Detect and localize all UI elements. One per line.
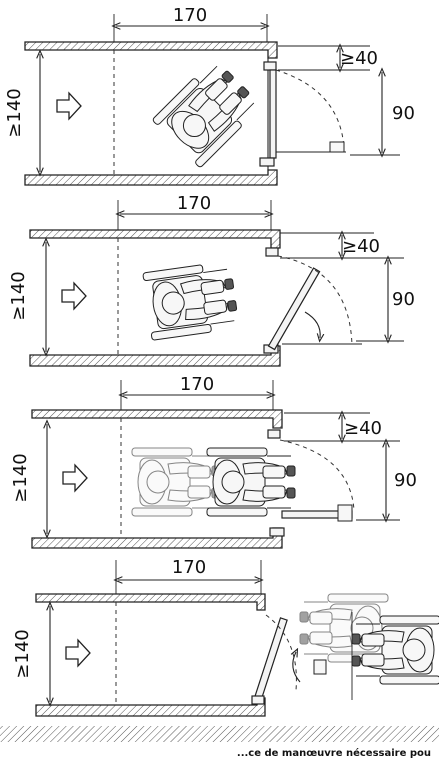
top-wall — [35, 593, 266, 611]
top-wall — [24, 41, 278, 59]
wheelchair-user-icon — [151, 57, 263, 169]
wheelchair-user-icon — [142, 260, 240, 341]
clearance-dimension-label: ≥40 — [344, 418, 382, 439]
door-frame — [269, 527, 285, 537]
width-dimension-label: 170 — [172, 557, 206, 578]
door-width-dimension-label: 90 — [394, 470, 417, 491]
wheelchair-user-ghost-icon — [131, 447, 221, 517]
figure-caption: ...ce de manœuvre nécessaire pou — [237, 747, 431, 759]
door-leaf — [253, 617, 288, 702]
wheelchair-user-ghost-icon — [299, 593, 389, 663]
bottom-wall — [35, 697, 266, 717]
depth-dimension-label: ≥140 — [12, 629, 33, 678]
clearance-dimension-label: ≥40 — [342, 236, 380, 257]
depth-dimension-label: ≥140 — [8, 271, 29, 320]
scene-4: 170 ≥140 — [12, 557, 439, 717]
door-swing-arrow-icon — [293, 652, 301, 683]
width-dimension-label: 170 — [177, 193, 211, 214]
width-dimension-label: 170 — [180, 374, 214, 395]
door-leaf — [267, 267, 321, 351]
door-handle — [337, 504, 353, 522]
door-leaf — [269, 69, 277, 159]
door-hinge — [267, 429, 281, 439]
scene-3: 170 ≥140 ≥40 90 — [10, 374, 417, 549]
door-handle — [329, 141, 345, 153]
scene-1: 170 ≥140 ≥40 90 — [4, 5, 415, 186]
wheelchair-user-icon — [206, 447, 296, 517]
depth-dimension-label: ≥140 — [4, 88, 25, 137]
direction-arrow-icon — [61, 282, 87, 310]
caption-divider — [0, 726, 439, 742]
bottom-wall — [31, 527, 283, 549]
door-frame — [251, 695, 265, 705]
direction-arrow-icon — [65, 639, 91, 667]
door-hinge — [265, 247, 279, 257]
top-wall — [29, 229, 281, 249]
direction-arrow-icon — [56, 92, 82, 120]
door-width-dimension-label: 90 — [392, 103, 415, 124]
bottom-wall — [24, 169, 278, 186]
width-dimension-label: 170 — [173, 5, 207, 26]
bottom-wall — [29, 345, 281, 367]
door-swing-arrow-icon — [304, 311, 320, 338]
clearance-dimension-label: ≥40 — [340, 48, 378, 69]
top-wall — [31, 409, 283, 429]
door-hinge — [263, 61, 277, 71]
scene-2: 170 ≥140 ≥40 90 — [8, 193, 415, 367]
direction-arrow-icon — [62, 464, 88, 492]
door-handle — [313, 659, 327, 675]
door-width-dimension-label: 90 — [392, 289, 415, 310]
depth-dimension-label: ≥140 — [10, 453, 31, 502]
door-frame — [259, 157, 275, 167]
